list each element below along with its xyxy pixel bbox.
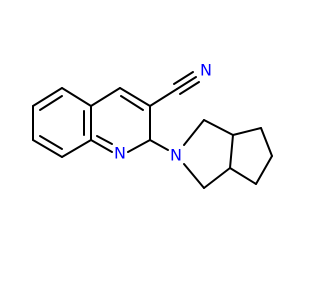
bond (90, 139, 113, 153)
bond (260, 127, 273, 157)
bond (229, 134, 234, 169)
bond (32, 139, 63, 158)
pyrrolidine-ring (183, 119, 234, 189)
atom-n-nitrile: N (200, 61, 212, 80)
bond (203, 167, 231, 189)
bond (203, 119, 234, 136)
atom-n-ring: N (114, 144, 126, 163)
bond (61, 139, 92, 158)
double-bond-inner (96, 135, 113, 145)
bond (255, 155, 273, 185)
bond (119, 87, 151, 107)
bond (183, 163, 205, 189)
nitrile-group (149, 71, 200, 107)
double-bond-inner (39, 95, 63, 111)
triple-bond (176, 76, 197, 90)
triple-bond (173, 71, 194, 85)
atom-n-amine: N (170, 146, 182, 165)
bond (127, 139, 151, 153)
double-bond-inner (120, 95, 144, 111)
bond (149, 139, 169, 151)
bond (232, 127, 262, 136)
double-bond-inner (39, 135, 63, 150)
bond (32, 87, 63, 107)
triple-bond (179, 81, 200, 95)
cyclopentane-ring (229, 127, 273, 185)
bond (229, 167, 257, 185)
benzo-ring (32, 87, 92, 158)
molecule-structure: N N N (0, 0, 300, 300)
bond (90, 87, 121, 107)
structure-canvas: N N N (0, 0, 300, 300)
bond (149, 88, 178, 107)
pyridine-ring (90, 87, 151, 153)
bond (61, 87, 92, 107)
background (0, 0, 300, 300)
bond (183, 119, 205, 146)
